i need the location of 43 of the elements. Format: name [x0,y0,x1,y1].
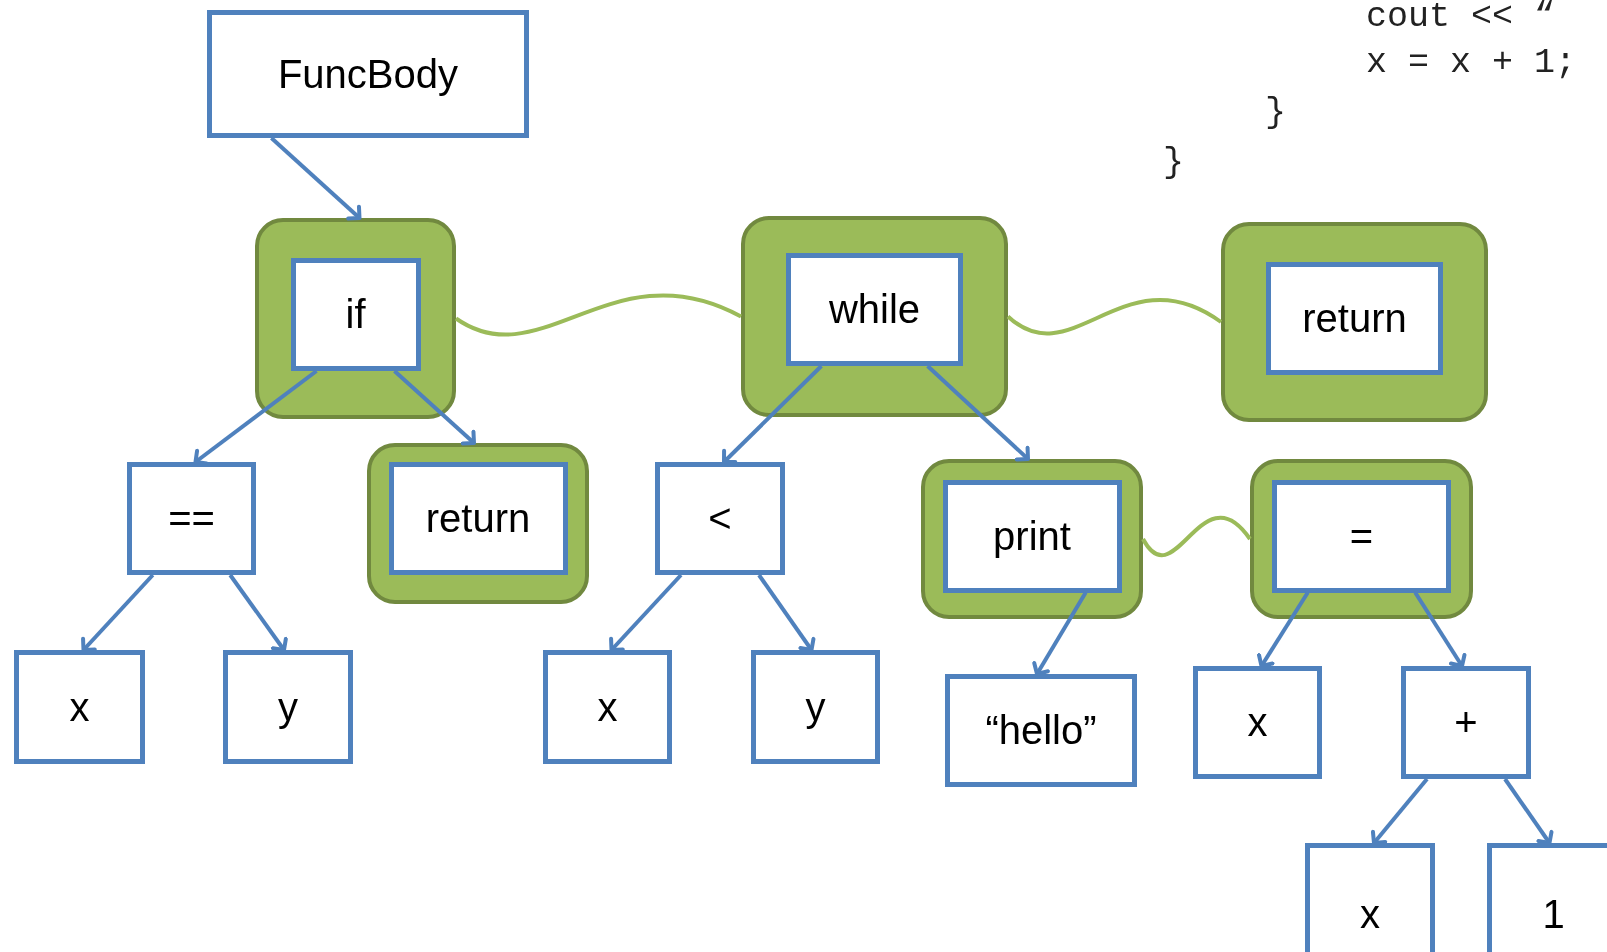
tree-node-box: FuncBody [207,10,529,138]
arrow [926,364,1030,462]
tree-node-box: return [388,462,568,575]
group-box [1250,459,1473,619]
group-box [1221,222,1488,422]
tree-node-box: x [1305,843,1435,952]
arrow [81,573,155,652]
tree-node-box: y [751,650,880,764]
tree-node-box: “hello” [945,674,1137,787]
tree-node-box: if [290,258,421,371]
tree-node-box: 1 [1487,843,1607,952]
tree-node-box: = [1272,479,1451,593]
code-line: cout << “ [1366,0,1556,39]
tree-node-box: + [1401,666,1531,779]
group-box [255,218,456,419]
arrow [757,573,816,652]
arrow [1257,591,1310,668]
link-curve [1006,298,1223,335]
group-box [741,216,1008,417]
link-curve [455,293,742,337]
group-box [367,443,589,604]
arrow [1413,591,1467,668]
tree-node-box: x [1193,666,1322,779]
arrow [1503,777,1554,845]
code-line: } [1265,92,1286,135]
link-curve [1141,516,1252,557]
tree-node-box: y [223,650,353,764]
tree-node-box: x [543,650,672,764]
arrow [1370,777,1429,845]
tree-node-box: == [127,462,256,575]
tree-node-box: x [14,650,145,764]
arrow [1032,591,1088,676]
group-box [921,459,1143,619]
tree-node-box: while [786,253,963,366]
arrow [228,573,288,652]
arrow [393,369,476,446]
tree-node-box: return [1266,261,1443,375]
code-line: } [1163,142,1184,185]
code-line: x = x + 1; [1366,42,1577,85]
tree-node-box: < [655,462,785,575]
arrow [609,573,683,652]
arrow [270,136,362,221]
tree-node-box: print [942,479,1122,593]
